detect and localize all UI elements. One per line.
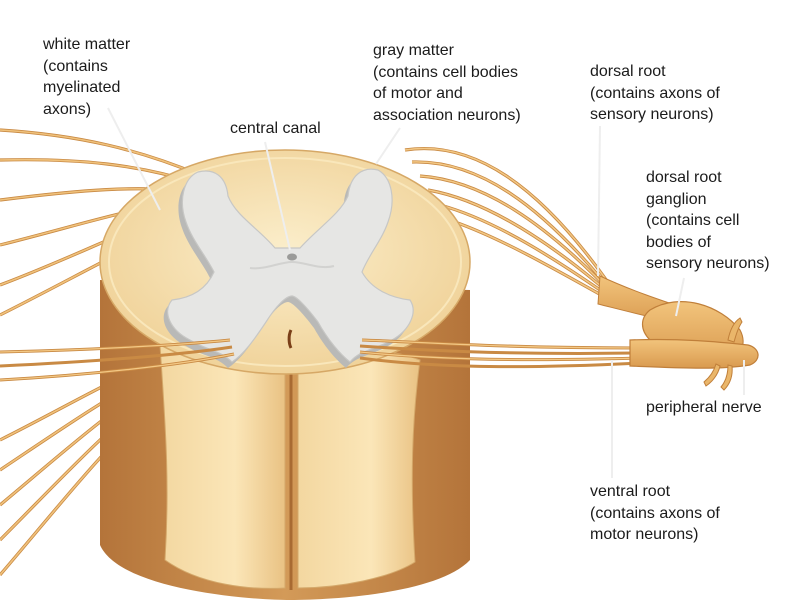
label-gray-matter-line-1: gray matter (373, 42, 454, 59)
peripheral-nerve-branches (703, 317, 743, 391)
label-dorsal-root-ganglion: dorsal root ganglion (contains cell bodi… (646, 167, 770, 275)
label-white-matter: white matter (contains myelinated axons) (43, 34, 130, 120)
gray-matter (167, 168, 414, 363)
leader-central-canal (264, 141, 291, 251)
label-central-canal-line-1: central canal (230, 120, 321, 137)
leader-dorsal-root (597, 125, 601, 277)
right-dorsal-rootlets-light (404, 147, 629, 311)
label-white-matter-line-3: myelinated (43, 79, 121, 96)
leader-lines (107, 107, 745, 478)
cord-front-left (159, 339, 286, 589)
label-ventral-root-line-1: ventral root (590, 483, 671, 500)
white-matter-rim (108, 157, 462, 367)
label-ganglion-line-3: (contains cell (646, 212, 740, 229)
label-dorsal-root-line-1: dorsal root (590, 63, 666, 80)
fissure-notch (287, 329, 293, 349)
label-white-matter-line-4: axons) (43, 100, 92, 118)
leader-white-matter (107, 107, 161, 211)
label-peripheral-nerve-line-1: peripheral nerve (646, 399, 762, 416)
label-gray-matter-line-4: association neurons) (373, 106, 521, 124)
gray-commissure (249, 260, 335, 270)
label-peripheral-nerve: peripheral nerve (646, 397, 762, 419)
label-ventral-root-line-2: (contains axons of (590, 504, 720, 522)
label-dorsal-root-line-3: sensory neurons) (590, 106, 714, 123)
label-ganglion-line-5: sensory neurons) (646, 255, 770, 272)
label-white-matter-line-2: (contains (43, 57, 108, 75)
label-white-matter-line-1: white matter (43, 36, 131, 53)
label-gray-matter: gray matter (contains cell bodies of mot… (373, 40, 521, 126)
label-central-canal: central canal (230, 118, 321, 140)
cord-front-right (297, 348, 421, 589)
leader-ganglion (675, 277, 685, 317)
rootlet-highlights (0, 339, 641, 381)
label-ventral-root-line-3: motor neurons) (590, 526, 699, 543)
peripheral-nerve (629, 338, 759, 369)
label-gray-matter-line-3: of motor and (373, 85, 463, 102)
label-dorsal-root-line-2: (contains axons of (590, 84, 720, 102)
label-dorsal-root: dorsal root (contains axons of sensory n… (590, 61, 720, 126)
label-ventral-root: ventral root (contains axons of motor ne… (590, 481, 720, 546)
label-ganglion-line-2: ganglion (646, 190, 707, 208)
label-ganglion-line-1: dorsal root (646, 169, 722, 186)
label-ganglion-line-4: bodies of (646, 233, 711, 251)
central-canal-opening (287, 253, 297, 261)
leader-gray-matter (375, 127, 401, 165)
label-gray-matter-line-2: (contains cell bodies (373, 63, 518, 81)
